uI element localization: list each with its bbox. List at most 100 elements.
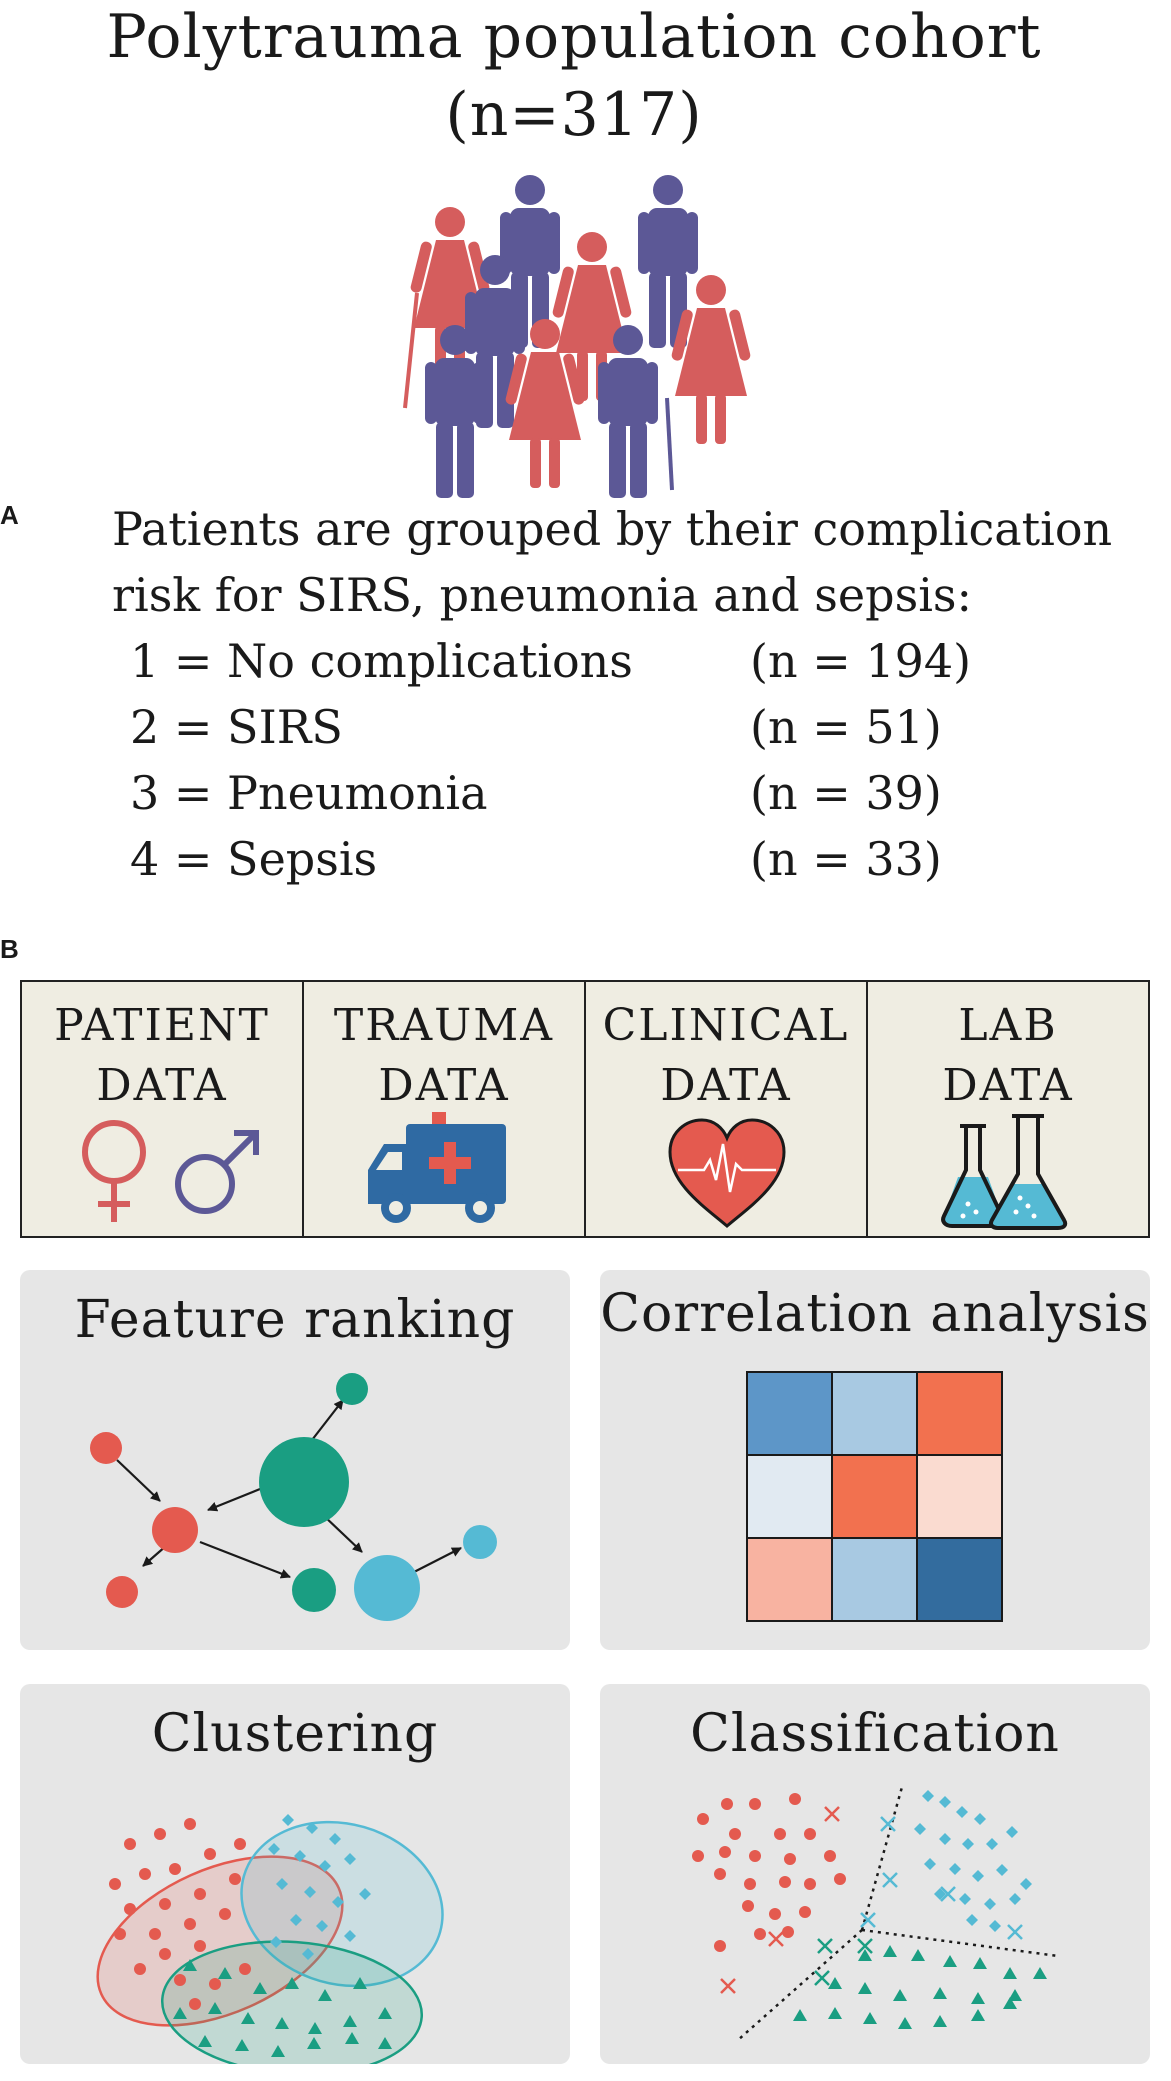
scatter-diamond [996,1864,1008,1876]
misclassified-mark [720,1978,736,1994]
scatter-dot [124,1903,136,1915]
scatter-dot [769,1908,781,1920]
scatter-dot [782,1926,794,1938]
scatter-triangle [218,1967,232,1979]
group-row: 1 = No complications (n = 194) [130,634,1030,694]
scatter-dot [714,1868,726,1880]
scatter-triangle [911,1949,925,1961]
misclassified-mark [860,1912,876,1928]
scatter-dot [692,1850,704,1862]
data-source-clinical: CLINICAL DATA [586,982,868,1236]
scatter-diamond [959,1893,971,1905]
misclassified-mark [940,1886,956,1902]
group-label: 3 = Pneumonia [130,766,488,820]
method-card-classification: Classification [600,1684,1150,2064]
scatter-triangle [343,2015,357,2027]
method-card-correlation: Correlation analysis [600,1270,1150,1650]
scatter-triangle [863,2012,877,2024]
patient-crowd-icon [403,175,752,498]
data-source-subtitle: DATA [378,1060,510,1111]
scatter-dot [749,1850,761,1862]
panel-label-a: A [0,500,19,530]
scatter-diamond [984,1898,996,1910]
scatter-diamond [359,1888,371,1900]
method-title: Correlation analysis [600,1284,1150,1344]
method-title: Clustering [151,1704,439,1764]
data-source-title: LAB [958,1000,1058,1051]
scatter-diamond [294,1850,306,1862]
scatter-triangle [173,2007,187,2019]
heatmap-icon [746,1371,1003,1622]
misclassified-mark [817,1938,833,1954]
scatter-diamond [268,1843,280,1855]
scatter-dot [789,1793,801,1805]
group-count: (n = 194) [750,634,972,688]
scatter-diamond [282,1814,294,1826]
scatter-dot [159,1948,171,1960]
scatter-triangle [933,1987,947,1999]
scatter-dot [154,1828,166,1840]
scatter-dot [219,1908,231,1920]
scatter-dot [159,1898,171,1910]
data-sources-box: PATIENT DATA TRAUMA DATA [20,980,1150,1238]
scatter-triangle [971,1992,985,2004]
scatter-triangle [883,1945,897,1957]
group-row: 2 = SIRS (n = 51) [130,700,1030,760]
misclassified-mark [768,1931,784,1947]
network-graph-icon [90,1373,497,1621]
scatter-triangle [318,1989,332,2001]
scatter-diamond [939,1833,951,1845]
scatter-dot [114,1928,126,1940]
scatter-dot [714,1940,726,1952]
scatter-diamond [914,1823,926,1835]
misclassified-mark [880,1816,896,1832]
scatter-triangle [275,2017,289,2029]
scatter-dot [721,1798,733,1810]
scatter-triangle [345,2032,359,2044]
scatter-dot [124,1838,136,1850]
scatter-triangle [253,1982,267,1994]
scatter-diamond [966,1914,978,1926]
scatter-triangle [898,2017,912,2029]
scatter-dot [774,1828,786,1840]
data-source-title: PATIENT [54,1000,270,1051]
ambulance-icon [368,1112,506,1223]
scatter-dot [139,1868,151,1880]
scatter-dot [804,1878,816,1890]
scatter-dot [799,1906,811,1918]
scatter-triangle [933,2015,947,2027]
data-source-subtitle: DATA [942,1060,1074,1111]
scatter-triangle [858,1949,872,1961]
scatter-diamond [276,1878,288,1890]
scatter-dot [184,1818,196,1830]
scatter-triangle [943,1955,957,1967]
panel-label-b: B [0,934,19,964]
lab-flasks-icon [941,1114,1068,1230]
misclassified-mark [1007,1924,1023,1940]
scatter-dot [239,1963,251,1975]
group-label: 1 = No complications [130,634,633,688]
scatter-dot [109,1878,121,1890]
group-label: 2 = SIRS [130,700,343,754]
figure-title-line2: (n=317) [445,80,703,150]
scatter-diamond [1006,1826,1018,1838]
scatter-diamond [344,1930,356,1942]
scatter-dot [149,1928,161,1940]
scatter-triangle [1008,1989,1022,2001]
scatter-diamond [972,1870,984,1882]
scatter-triangle [973,1957,987,1969]
scatter-diamond [962,1838,974,1850]
scatter-triangle [241,2012,255,2024]
scatter-triangle [307,2037,321,2049]
misclassified-mark [882,1872,898,1888]
scatter-dot [824,1850,836,1862]
scatter-triangle [353,1977,367,1989]
scatter-triangle [235,2039,249,2051]
scatter-dot [194,1888,206,1900]
group-row: 4 = Sepsis (n = 33) [130,832,1030,892]
data-source-lab: LAB DATA [868,982,1148,1236]
scatter-diamond [316,1920,328,1932]
scatter-triangle [793,2009,807,2021]
scatter-dot [189,1998,201,2010]
scatter-dot [754,1928,766,1940]
